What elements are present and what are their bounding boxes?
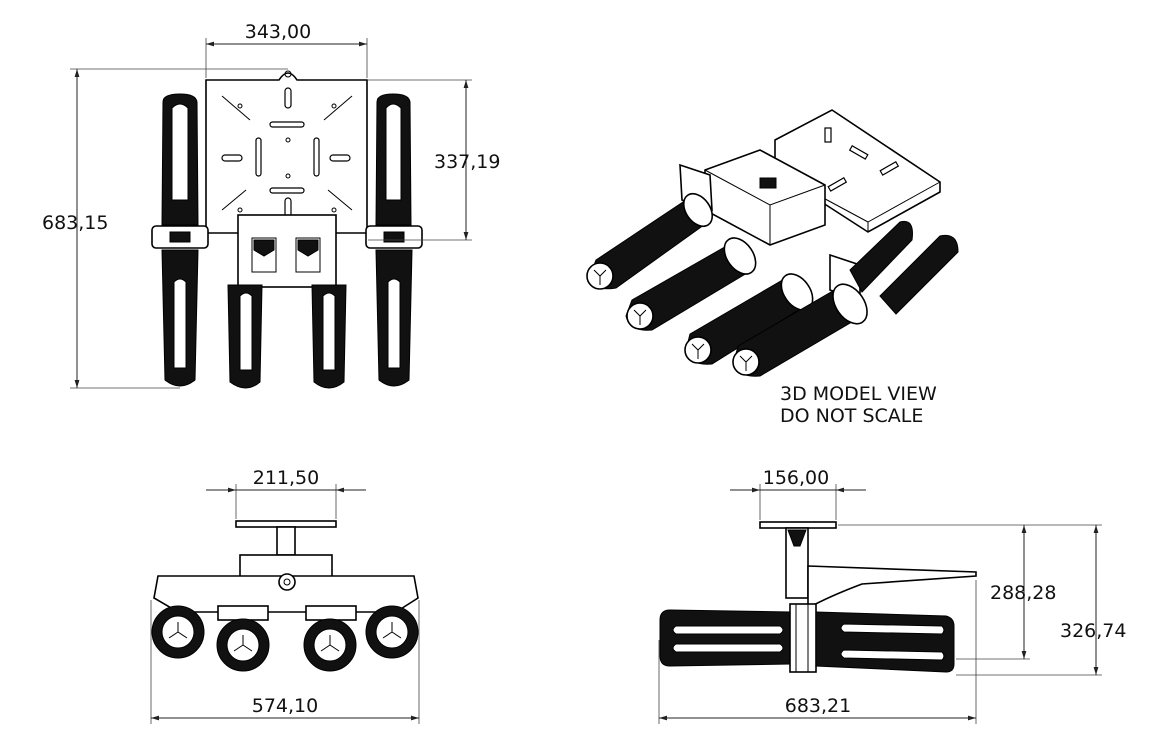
iso-antenna-1 (586, 192, 714, 290)
dimension-width-156: 156,00 (730, 467, 866, 520)
side-antenna (659, 603, 955, 673)
dim-text-343: 343,00 (245, 21, 311, 43)
isometric-view: 3D MODEL VIEW DO NOT SCALE (586, 109, 959, 427)
front-view: 211,50 574,10 (150, 467, 420, 724)
dim-text-288-28: 288,28 (990, 582, 1056, 604)
dimension-width-574: 574,10 (150, 600, 420, 724)
dimension-width-211: 211,50 (206, 467, 366, 519)
dim-text-574-10: 574,10 (252, 695, 318, 717)
iso-note-line2: DO NOT SCALE (780, 405, 923, 427)
dimension-height-288: 288,28 (838, 524, 1056, 660)
front-antenna-disks (151, 605, 419, 672)
antenna-lower-row (161, 249, 413, 389)
dim-text-326-74: 326,74 (1060, 620, 1126, 642)
dimension-length-683: 683,21 (658, 580, 977, 724)
dim-text-156-00: 156,00 (763, 467, 829, 489)
dimension-height-683: 683,15 (42, 68, 288, 389)
dimension-height-337: 337,19 (368, 79, 500, 241)
top-view: 343,00 337,19 683,15 (42, 21, 500, 389)
antenna-top-right-upper (375, 93, 412, 226)
dim-text-683-15: 683,15 (42, 212, 108, 234)
iso-antenna-2 (625, 237, 757, 331)
iso-note-line1: 3D MODEL VIEW (780, 383, 937, 405)
dimension-width-343: 343,00 (205, 21, 368, 78)
side-top-plate (759, 521, 837, 529)
antenna-clamps (151, 225, 423, 249)
front-top-plate (235, 520, 337, 528)
dim-text-683-21: 683,21 (785, 695, 851, 717)
antenna-top-left-upper (161, 93, 199, 226)
side-upper-plate (807, 565, 977, 610)
dim-text-211-50: 211,50 (253, 467, 319, 489)
plate-slots (221, 87, 353, 219)
dimension-height-326: 326,74 (956, 524, 1126, 676)
center-bracket (237, 214, 337, 288)
dim-text-337: 337,19 (434, 151, 500, 173)
side-view: 156,00 288,28 326,74 683,21 (658, 467, 1126, 724)
iso-antenna-3 (684, 273, 814, 365)
iso-antenna-rear (849, 220, 959, 315)
iso-antenna-4 (732, 283, 868, 377)
